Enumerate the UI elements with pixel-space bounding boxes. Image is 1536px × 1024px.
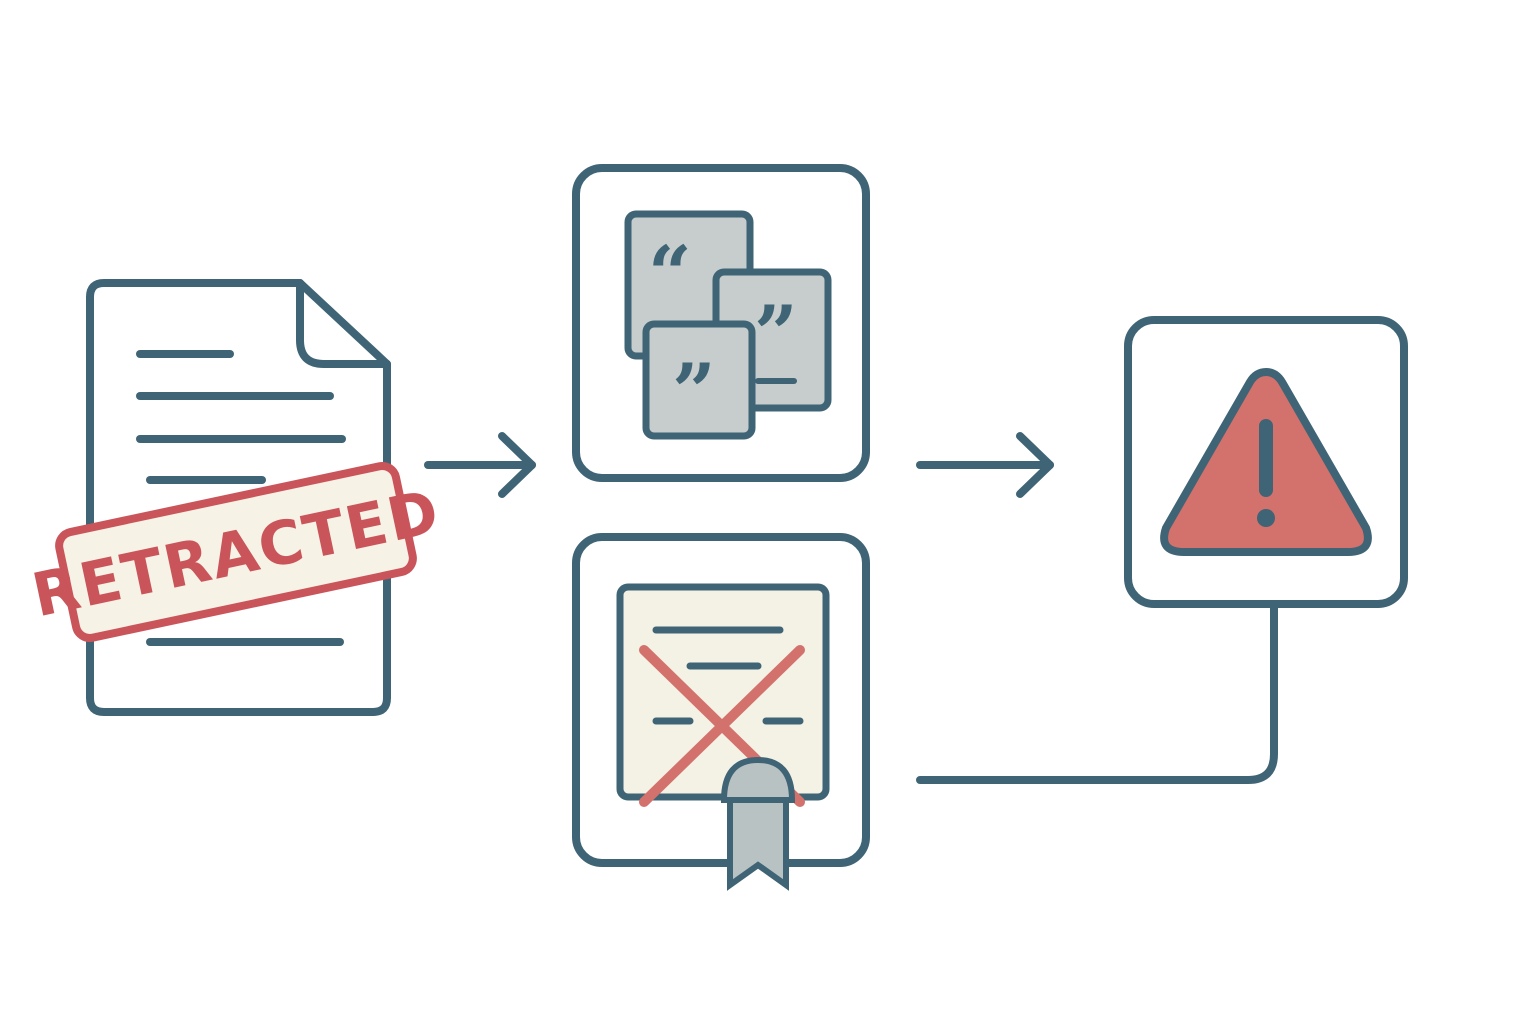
arrow-citations-to-warning: [916, 432, 1054, 498]
quotation-cards-icon: “ ” ”: [624, 210, 832, 440]
invalidated-certificate-node: [572, 533, 870, 891]
ribbon-seal-icon: [720, 756, 796, 891]
seal-arc: [720, 756, 796, 803]
citations-node: “ ” ”: [572, 164, 870, 482]
document-page-fold: [296, 279, 391, 368]
elbow-connector-certificate-to-warning: [916, 600, 1278, 784]
exclamation-dot: [1257, 509, 1275, 527]
warning-frame: [1124, 316, 1408, 608]
stamp-border: [55, 462, 417, 642]
warning-triangle-icon: [1160, 367, 1372, 556]
cross-stroke: [639, 645, 805, 807]
open-quote-mark: “: [648, 229, 692, 318]
arrow-head: [1016, 432, 1054, 498]
arrow-document-to-citations: [424, 432, 536, 498]
crossed-certificate-icon: [616, 583, 830, 891]
quote-card-front: [642, 320, 756, 440]
warning-node: [1124, 316, 1408, 608]
citations-frame: [572, 164, 870, 482]
certificate-frame: [572, 533, 870, 867]
document-icon: [86, 279, 391, 716]
certificate-paper: [616, 583, 830, 801]
document-outline: [86, 279, 391, 716]
close-quote-mark: ”: [672, 347, 716, 436]
arrow-head: [498, 432, 536, 498]
ribbon-tail: [727, 787, 789, 891]
retracted-document-node: RETRACTED: [26, 279, 446, 716]
close-quote-mark: ”: [754, 289, 798, 378]
